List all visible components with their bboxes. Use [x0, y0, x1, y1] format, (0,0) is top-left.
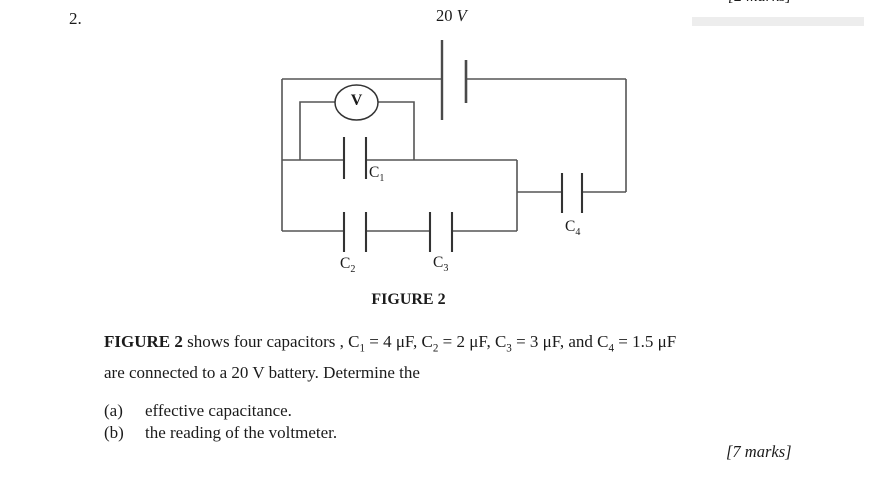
voltmeter-icon [334, 84, 379, 121]
top-marks-label: [2 marks] [728, 0, 792, 7]
item-a-marker: (a) [104, 401, 123, 420]
capacitor-c4 [560, 173, 584, 213]
voltmeter-label: V [350, 92, 363, 109]
capacitor-c2 [342, 212, 368, 252]
paragraph-line-2: are connected to a 20 V battery. Determi… [104, 362, 420, 382]
item-b-text: the reading of the voltmeter. [145, 423, 338, 442]
bottom-marks-label: [7 marks] [726, 442, 792, 461]
paragraph-bold-lead: FIGURE 2 [104, 332, 183, 351]
capacitor-c1 [342, 137, 368, 179]
question-paragraph: FIGURE 2 shows four capacitors , C1 = 4 … [104, 330, 814, 384]
battery-voltage-unit: V [456, 6, 467, 25]
c1-label: C1 [369, 164, 384, 184]
c4-label: C4 [565, 218, 580, 238]
c3-subscript: 3 [443, 263, 449, 275]
battery-symbol [440, 40, 468, 120]
c4-letter: C [565, 218, 576, 235]
circuit-diagram [281, 40, 627, 252]
c2-subscript: 2 [350, 264, 356, 276]
battery-voltage-value: 20 [436, 6, 457, 25]
c3-letter: C [433, 254, 444, 271]
c1-letter: C [369, 164, 380, 181]
figure-caption: FIGURE 2 [371, 291, 446, 308]
circuit-wires [281, 78, 627, 232]
c2-label: C2 [340, 255, 355, 275]
c1-subscript: 1 [379, 173, 385, 185]
item-b: (b) the reading of the voltmeter. [104, 422, 337, 444]
question-items: (a) effective capacitance. (b) the readi… [104, 400, 337, 444]
item-a: (a) effective capacitance. [104, 400, 337, 422]
question-number: 2. [69, 9, 82, 28]
item-b-marker: (b) [104, 423, 124, 442]
paragraph-line-1: FIGURE 2 shows four capacitors , C1 = 4 … [104, 332, 677, 355]
battery-voltage-label: 20 V [436, 6, 467, 26]
item-a-text: effective capacitance. [145, 401, 292, 420]
voltmeter-wire-left [299, 101, 335, 160]
capacitor-c3 [428, 212, 454, 252]
scan-artifact [692, 17, 864, 26]
c2-letter: C [340, 255, 351, 272]
voltmeter-wire-right [378, 101, 415, 160]
capacitor-plates [342, 137, 584, 252]
c4-subscript: 4 [575, 227, 581, 239]
c3-label: C3 [433, 254, 448, 274]
